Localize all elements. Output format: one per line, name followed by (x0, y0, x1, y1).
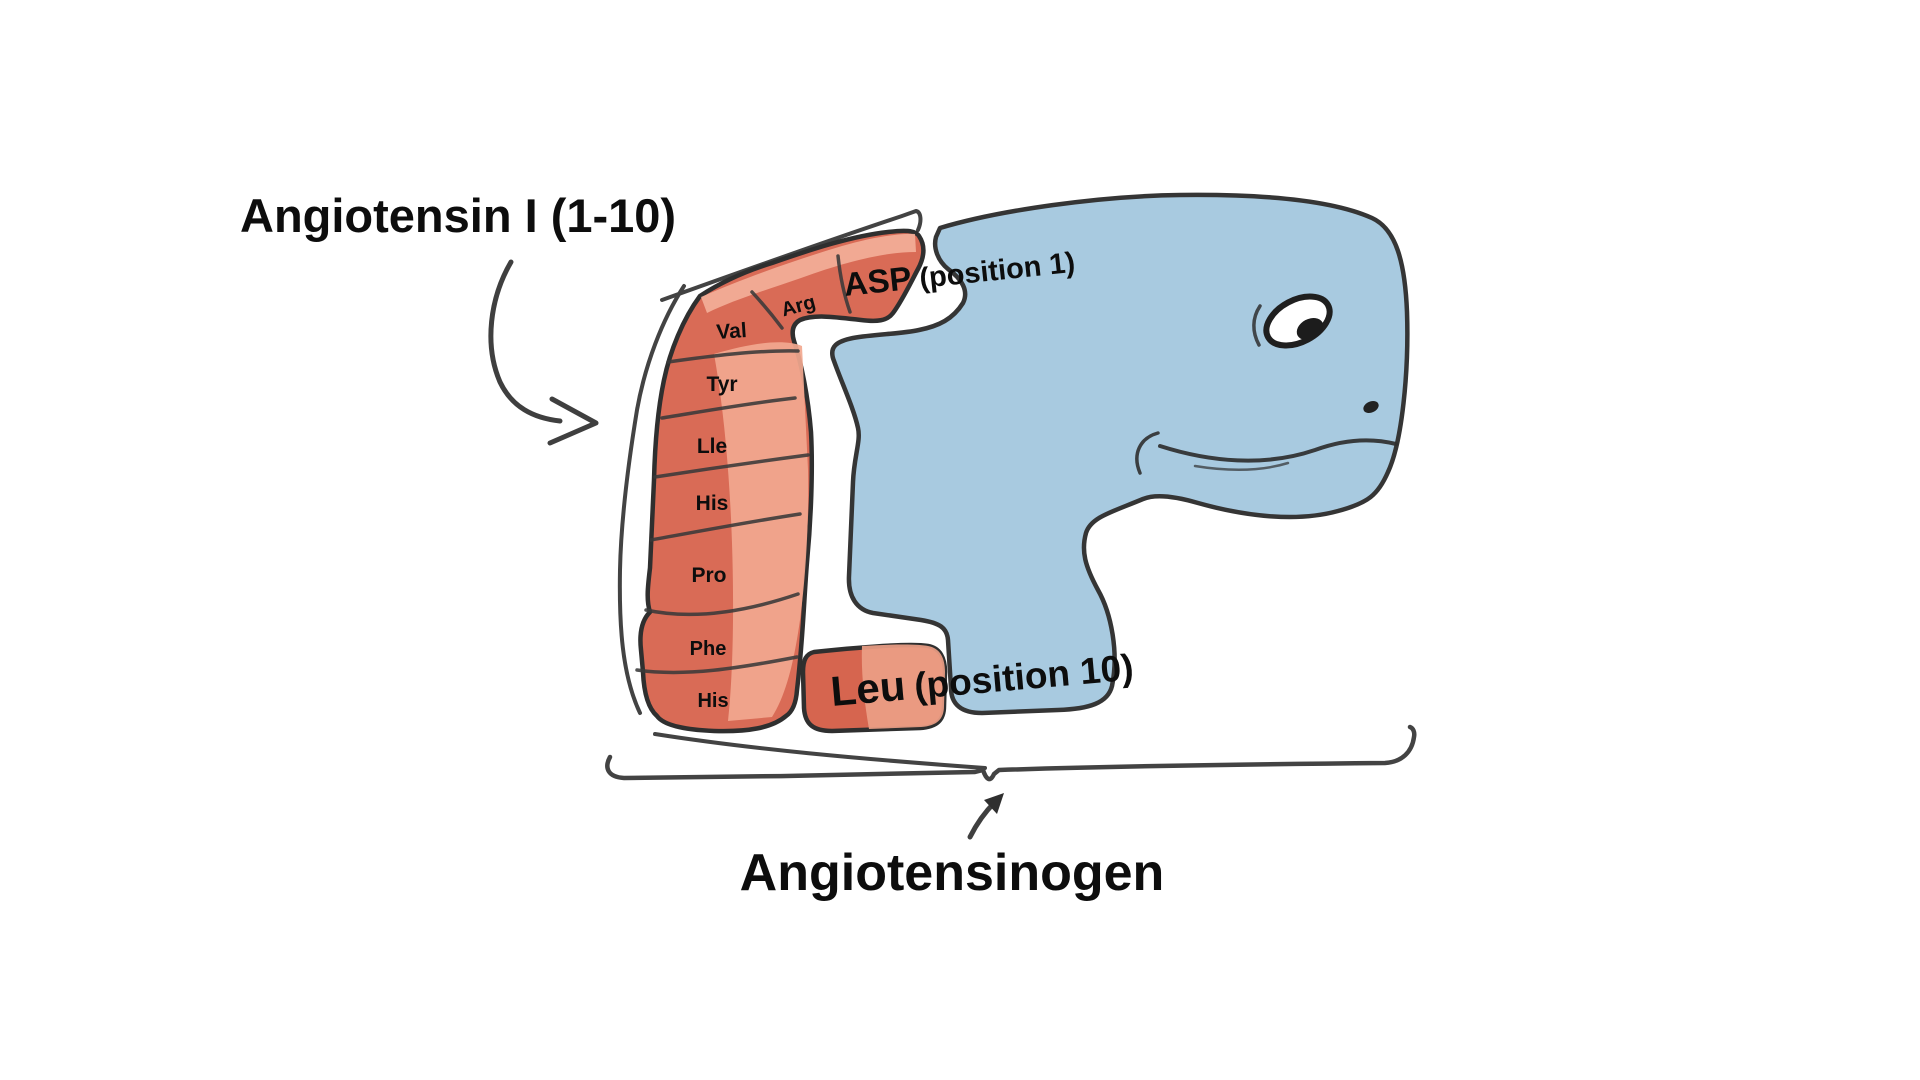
peptide-segment-dividers (635, 254, 852, 675)
protein-label: Angiotensinogen (740, 844, 1165, 902)
residue-pro: Pro (691, 564, 726, 587)
angiotensinogen-arrow (967, 793, 1004, 840)
residue-phe: Phe (690, 638, 727, 660)
peptide-highlight (714, 342, 809, 721)
angiotensin-arrow (488, 259, 599, 446)
residue-tyr: Tyr (706, 373, 737, 396)
whale-eye-accent (1252, 304, 1262, 347)
position10-residue: Leu (829, 662, 907, 715)
container-outline (605, 209, 1417, 782)
angiotensinogen-arrowhead (984, 793, 1004, 814)
residue-lle: Lle (697, 435, 727, 458)
whale-eye (1252, 293, 1333, 349)
residue-val: Val (716, 319, 748, 344)
residue-his: His (696, 492, 729, 515)
whale-nostril-dot (1363, 401, 1379, 413)
residue-his2: His (697, 690, 728, 712)
diagram-title: Angiotensin I (1-10) (240, 189, 676, 242)
whale-eye-pupil (1296, 317, 1324, 341)
whale-mouth (1135, 431, 1398, 475)
position1-residue: ASP (842, 259, 913, 303)
angiotensinogen-body-shape (830, 192, 1410, 716)
leu-block-highlight (861, 644, 945, 729)
